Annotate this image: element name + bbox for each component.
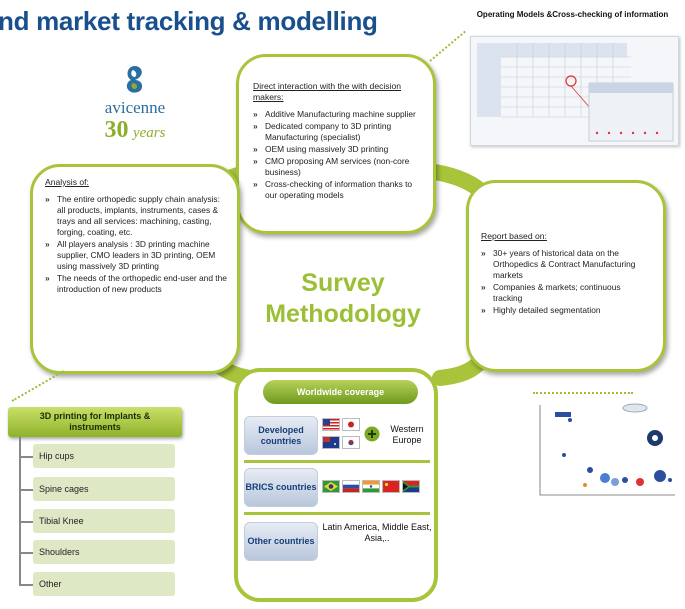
survey-methodology-title: Survey Methodology xyxy=(238,268,448,330)
avicenne-mark-icon xyxy=(126,66,143,93)
list-item: Cross-checking of information thanks to … xyxy=(253,179,419,201)
brazil-flag-icon xyxy=(322,480,340,493)
bubble-heading: Direct interaction with the with decisio… xyxy=(253,81,402,102)
china-flag-icon xyxy=(382,480,400,493)
plus-icon xyxy=(364,426,380,442)
coverage-row-developed: Developed countries Western Europe xyxy=(244,412,430,458)
row-label: BRICS countries xyxy=(244,468,318,507)
logo-name: avicenne xyxy=(104,98,166,117)
list-item: OEM using massively 3D printing xyxy=(253,144,419,155)
list-item: Additive Manufacturing machine supplier xyxy=(253,109,419,120)
logo-number: 30 xyxy=(104,117,129,143)
operating-models-title: Operating Models &Cross-checking of info… xyxy=(476,10,669,19)
row-divider xyxy=(244,460,430,463)
russia-flag-icon xyxy=(342,480,360,493)
south-africa-flag-icon xyxy=(402,480,420,493)
list-item: 30+ years of historical data on the Orth… xyxy=(481,248,651,281)
connector-dotted xyxy=(11,370,65,402)
bubble-report: Report based on: 30+ years of historical… xyxy=(466,180,666,372)
tree-item: Other xyxy=(33,572,175,596)
india-flag-icon xyxy=(362,480,380,493)
list-item: Companies & markets; continuous tracking xyxy=(481,282,651,304)
list-item: All players analysis : 3D printing machi… xyxy=(45,239,227,272)
survey-line2: Methodology xyxy=(265,300,421,328)
list-item: The needs of the orthopedic end-user and… xyxy=(45,273,227,295)
connector-dotted xyxy=(429,30,466,62)
australia-flag-icon xyxy=(322,436,340,449)
operating-models-thumbnail xyxy=(470,36,679,146)
page-title: nd market tracking & modelling xyxy=(0,6,378,36)
bubble-chart-image xyxy=(539,403,675,496)
coverage-row-brics: BRICS countries xyxy=(244,464,430,510)
bubble-direct-interaction: Direct interaction with the with decisio… xyxy=(236,54,436,234)
row-label: Other countries xyxy=(244,522,318,561)
list-item: Highly detailed segmentation xyxy=(481,305,651,316)
coverage-row-other: Other countries Latin America, Middle Ea… xyxy=(244,518,432,564)
connector-dotted xyxy=(533,392,633,394)
row-label: Developed countries xyxy=(244,416,318,455)
tree-item: Hip cups xyxy=(33,444,175,468)
list-item: CMO proposing AM services (non-core busi… xyxy=(253,156,419,178)
tree-branch xyxy=(19,584,33,586)
bubble-analysis: Analysis of: The entire orthopedic suppl… xyxy=(30,164,240,374)
operating-models-grid-image xyxy=(477,43,674,142)
korea-flag-icon xyxy=(342,436,360,449)
worldwide-coverage-panel: Worldwide coverage Developed countries W… xyxy=(234,368,438,602)
tree-item: Spine cages xyxy=(33,477,175,501)
avicenne-logo: avicenne 30 years xyxy=(70,64,200,164)
japan-flag-icon xyxy=(342,418,360,431)
list-item: Dedicated company to 3D printing Manufac… xyxy=(253,121,419,143)
tree-branch xyxy=(19,521,33,523)
tree-branch xyxy=(19,552,33,554)
logo-years: years xyxy=(132,125,166,141)
tree-header: 3D printing for Implants & instruments xyxy=(8,407,182,437)
tree-branch xyxy=(19,456,33,458)
bubble-heading: Report based on: xyxy=(481,231,547,241)
tree-item: Tibial Knee xyxy=(33,509,175,533)
bubble-heading: Analysis of: xyxy=(45,177,89,187)
tree-item: Shoulders xyxy=(33,540,175,564)
worldwide-coverage-header: Worldwide coverage xyxy=(263,380,418,404)
market-bubble-chart-thumbnail xyxy=(530,400,680,515)
row-text: Western Europe xyxy=(390,424,424,445)
survey-line1: Survey xyxy=(301,269,385,297)
usa-flag-icon xyxy=(322,418,340,431)
tree-branch xyxy=(19,489,33,491)
list-item: The entire orthopedic supply chain analy… xyxy=(45,194,227,238)
row-divider xyxy=(244,512,430,515)
row-text: Latin America, Middle East, Asia,.. xyxy=(322,522,432,543)
tree-trunk xyxy=(19,437,21,584)
